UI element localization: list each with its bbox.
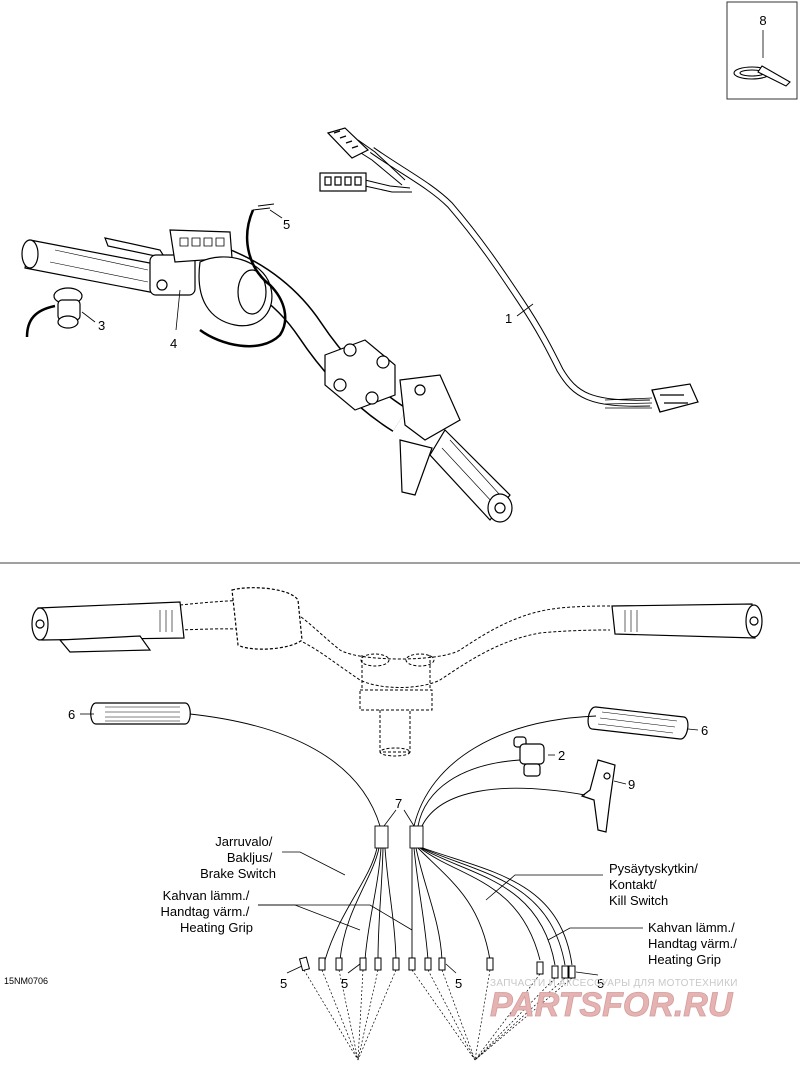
- callout-5-bottom-a: 5: [280, 976, 287, 991]
- callout-9: 9: [628, 777, 635, 792]
- label-leaders: [258, 851, 643, 941]
- cable-tie-inset: [726, 1, 798, 100]
- label-kill-switch: Pysäytyskytkin/ Kontakt/ Kill Switch: [609, 861, 701, 908]
- callout-5-bottom-b: 5: [341, 976, 348, 991]
- callout-8: 8: [759, 13, 766, 28]
- label-brake-switch: Jarruvalo/ Bakljus/ Brake Switch: [200, 834, 276, 881]
- watermark-brand: PARTSFOR.RU: [490, 986, 734, 1024]
- callout-1: 1: [505, 311, 512, 326]
- handlebar-assembly: [21, 203, 513, 523]
- callout-3: 3: [98, 318, 105, 333]
- right-grip-top: [611, 603, 763, 639]
- brake-switch-detail: [25, 287, 83, 338]
- harness-connector-upper: [326, 127, 370, 159]
- harness-connector-lower: [651, 383, 699, 413]
- callout-5-bottom-c: 5: [455, 976, 462, 991]
- wire-terminals: [298, 956, 576, 979]
- label-heating-grip-left: Kahvan lämm./ Handtag värm./ Heating Gri…: [161, 888, 254, 935]
- mounting-bracket: [580, 759, 616, 833]
- wiring-harness: [352, 139, 653, 409]
- callout-6-left: 6: [68, 707, 75, 722]
- heating-grip-right: [587, 706, 689, 740]
- reference-code: 15NM0706: [4, 976, 48, 986]
- brake-switch: [513, 736, 545, 777]
- harness-connector-middle: [319, 172, 367, 192]
- callout-5-bottom-d: 5: [597, 976, 604, 991]
- callout-7: 7: [395, 796, 402, 811]
- heating-grip-left: [90, 702, 191, 725]
- watermark-caption: ЗАПЧАСТИ И АКСЕССУАРЫ ДЛЯ МОТОТЕХНИКИ: [490, 978, 738, 989]
- dashed-convergence: [303, 969, 573, 1061]
- bottom-wiring: [189, 713, 597, 966]
- callout-5-top: 5: [283, 217, 290, 232]
- cable-tie-icon: [733, 65, 791, 87]
- callout-2: 2: [558, 748, 565, 763]
- callout-6-right: 6: [701, 723, 708, 738]
- callout-4: 4: [170, 336, 177, 351]
- left-grip-top: [31, 587, 303, 653]
- label-heating-grip-right: Kahvan lämm./ Handtag värm./ Heating Gri…: [648, 920, 741, 967]
